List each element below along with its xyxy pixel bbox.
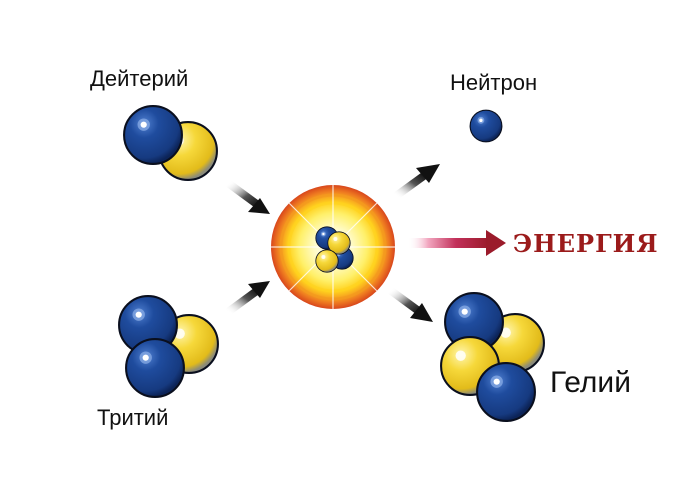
arrow-fusion-to-energy-icon	[408, 230, 506, 256]
arrow-tritium-to-fusion-icon	[225, 281, 270, 316]
helium-label: Гелий	[550, 366, 631, 399]
arrow-fusion-to-neutron-icon	[393, 164, 440, 200]
arrow-deuterium-to-fusion-icon	[225, 179, 270, 214]
fusion-flash	[271, 185, 395, 309]
neutron-particle	[469, 109, 503, 143]
arrow-fusion-to-helium-icon	[387, 286, 433, 322]
neutron-label: Нейтрон	[450, 70, 538, 95]
helium-nucleus	[440, 292, 545, 422]
tritium-nucleus	[118, 295, 219, 398]
tritium-label: Тритий	[97, 405, 169, 430]
energy-label: ЭНЕРГИЯ	[513, 229, 659, 258]
deuterium-label: Дейтерий	[90, 66, 189, 91]
deuterium-nucleus	[123, 105, 218, 181]
